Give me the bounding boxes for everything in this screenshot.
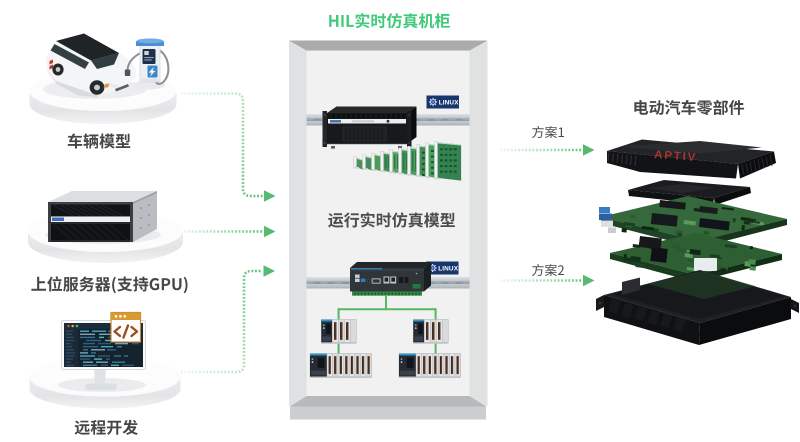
svg-text:LINUX: LINUX <box>438 266 459 273</box>
svg-text:LINUX: LINUX <box>439 100 460 107</box>
svg-text:APTIV: APTIV <box>654 149 698 164</box>
